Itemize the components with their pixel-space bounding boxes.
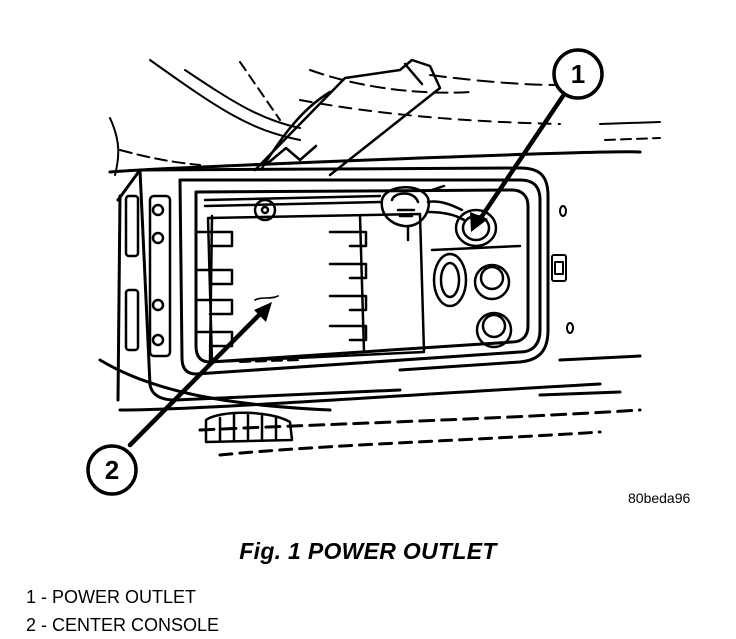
legend: 1 - POWER OUTLET 2 - CENTER CONSOLE	[26, 583, 219, 639]
callout-1: 1	[552, 48, 604, 100]
leader-lines	[127, 93, 566, 448]
console-bezel	[178, 178, 542, 376]
leader-arrowhead-2	[254, 302, 272, 322]
leader-arrowhead-1	[470, 212, 488, 232]
power-outlet-diagram: 1 2	[86, 48, 661, 496]
figure-title: Fig. 1 POWER OUTLET	[239, 538, 497, 564]
callout-2: 2	[86, 444, 138, 496]
outlet-sockets	[430, 208, 522, 349]
right-trim-features	[551, 205, 574, 334]
shift-lever	[253, 58, 442, 177]
lower-grip	[204, 411, 294, 444]
wiring-connector	[380, 184, 466, 242]
legend-item-center-console: 2 - CENTER CONSOLE	[26, 615, 220, 635]
storage-tray	[196, 194, 426, 364]
callout-1-number: 1	[571, 59, 585, 89]
hinge-strip	[124, 194, 172, 358]
callout-2-number: 2	[105, 455, 119, 485]
legend-item-power-outlet: 1 - POWER OUTLET	[26, 587, 197, 607]
image-code: 80beda96	[628, 490, 691, 506]
